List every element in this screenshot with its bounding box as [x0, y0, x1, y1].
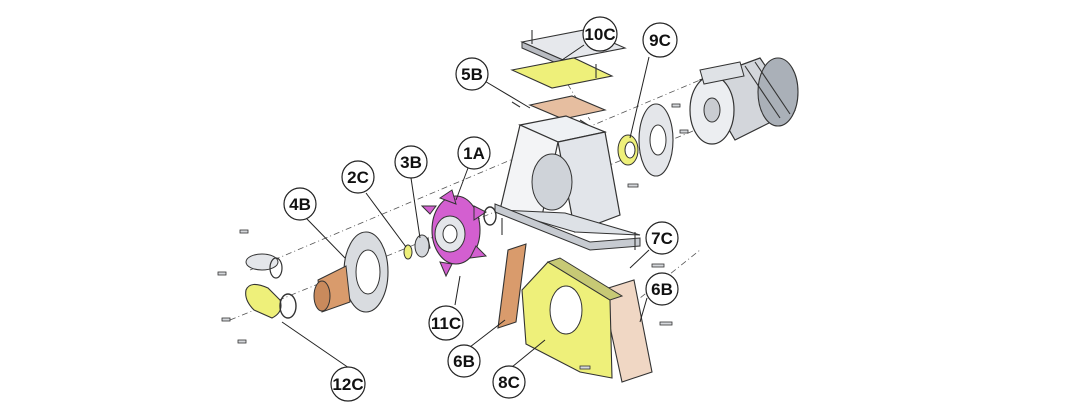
side-plate-6b-left [497, 243, 527, 329]
gasket-5b [511, 95, 607, 126]
motor [689, 57, 799, 145]
callout-7c-label: 7C [651, 229, 673, 248]
callout-7c: 7C [645, 221, 679, 255]
callout-9c: 9C [642, 22, 678, 58]
callout-3b: 3B [394, 145, 428, 179]
callout-6b-bottom-label: 6B [453, 352, 475, 371]
top-cover-plate-10c [510, 29, 627, 89]
callout-9c-label: 9C [649, 31, 671, 50]
callout-10c-label: 10C [584, 25, 615, 44]
callout-1a: 1A [457, 136, 491, 170]
callout-12c: 12C [330, 366, 366, 402]
callout-6b-bottom: 6B [447, 344, 481, 378]
leader-lines [281, 44, 650, 369]
callout-4b: 4B [283, 187, 317, 221]
callout-5b: 5B [455, 57, 489, 91]
end-plate-8c [521, 257, 624, 379]
elbow-inlet-12c [245, 253, 297, 319]
fasteners [217, 103, 689, 370]
side-plate-6b-right [601, 279, 653, 383]
rotor-1a [418, 189, 497, 278]
callout-6b-right-label: 6B [651, 280, 673, 299]
callout-2c-label: 2C [347, 168, 369, 187]
callout-3b-label: 3B [400, 153, 422, 172]
callout-4b-label: 4B [289, 195, 311, 214]
callout-6b-right: 6B [645, 272, 679, 306]
callout-5b-label: 5B [461, 65, 483, 84]
washer-2c [403, 244, 413, 260]
callout-8c: 8C [492, 365, 526, 399]
callout-11c: 11C [428, 305, 464, 341]
callout-1a-label: 1A [463, 144, 485, 163]
seal-9c [617, 134, 639, 166]
callout-11c-label: 11C [431, 314, 461, 333]
bushing-3b [414, 234, 430, 258]
callout-8c-label: 8C [498, 373, 520, 392]
callout-10c: 10C [582, 16, 618, 52]
end-flange-plate [638, 103, 674, 177]
callout-12c-label: 12C [332, 375, 363, 394]
main-housing [494, 115, 641, 251]
callout-2c: 2C [341, 160, 375, 194]
bearing-housing-4b [313, 231, 389, 313]
